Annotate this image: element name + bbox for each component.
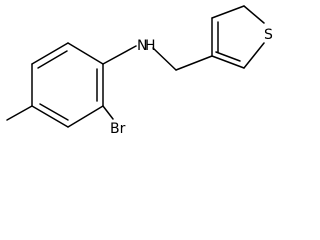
ring-double-bond-c3-c4 [39,103,69,121]
bromine-label: Br [110,121,126,137]
thiophene-bond-c4-c5 [211,5,245,19]
ring-bond-c6-c1 [67,42,104,65]
nitrogen-methylene-bond [152,47,177,71]
structure-drawing: N H Br S [6,5,273,137]
thiophene-ring [211,5,265,69]
nitrogen-label: N [137,38,147,54]
bromine-bond [102,105,114,120]
nitrogen-aryl-bond [102,45,137,65]
ring-bond-c2-c3 [67,105,104,128]
hydrogen-label: H [145,38,156,54]
ring-bond-c5-c6 [31,42,69,65]
benzene-ring [31,42,104,128]
thiophene-bond-c5-s [243,5,265,24]
ring-bond-c3-c4 [31,105,69,128]
thiophene-bond-s-c2 [243,42,265,69]
molecule-canvas: N H Br S [6,5,273,137]
thiophene-bond-c2-c3 [211,55,245,69]
thiophene-double-bond-c2-c3 [215,51,241,62]
methylene-thiophene-bond [175,55,213,71]
sulfur-label: S [264,27,273,43]
methyl-bond [6,105,33,121]
ring-double-bond-c5-c6 [37,50,68,69]
